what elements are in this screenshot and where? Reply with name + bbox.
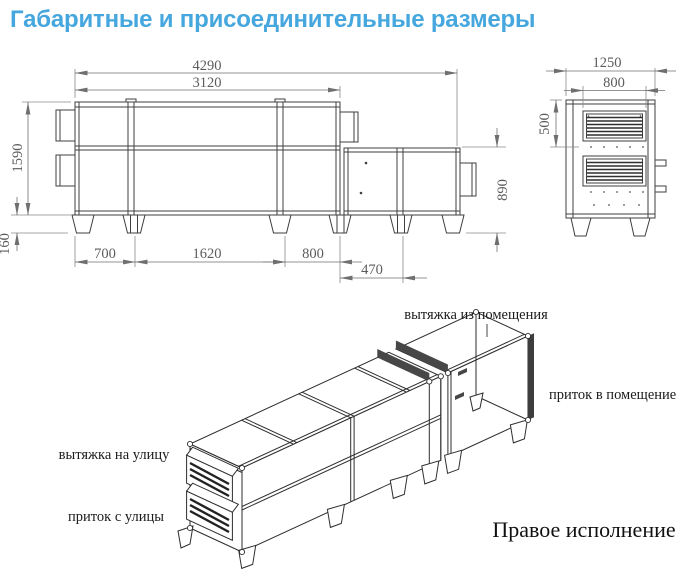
dim-opening-width: 800 [603,75,625,91]
isometric-view [177,308,534,570]
screw-dots [590,146,644,206]
top-right-duct-flange [339,111,359,143]
lower-louver [582,155,647,187]
label-supply-to-room: приток в помещение [549,387,676,403]
right-duct-flange [459,162,477,197]
side-view-dimensions: 1250 800 500 [537,55,676,148]
dim-side-width: 1250 [593,55,622,71]
corner-connectors [186,308,532,556]
label-exhaust-from-room: вытяжка из помещения [404,307,548,323]
dim-foot-2: 1620 [193,246,222,262]
side-view-legs [570,217,651,237]
front-view-drawing [55,98,477,234]
side-view-drawing [565,99,667,237]
page-title: Габаритные и присоединительные размеры [10,6,536,33]
iso-hoods [185,446,240,542]
exhaust-hood [185,446,240,506]
dim-height: 1590 [10,144,26,173]
label-variant: Правое исполнение [492,517,675,542]
label-supply-from-street: приток с улицы [68,509,164,525]
left-duct-flanges [55,109,76,187]
door-handles [654,159,667,193]
dim-total-length: 4290 [193,58,222,74]
dim-body-length: 3120 [193,75,222,91]
label-exhaust-to-street: вытяжка на улицу [59,447,170,463]
supply-flange [528,333,534,420]
dim-foot-4: 470 [361,262,383,278]
dim-foot-3: 800 [302,246,324,262]
roof-flange-rails [377,340,448,382]
front-view-legs [71,214,465,234]
upper-louver [582,110,647,142]
dim-leg-height: 160 [0,233,13,255]
dim-tail-height: 890 [495,179,511,201]
iso-legs [177,460,440,570]
right-extension-section [343,147,461,216]
iso-labels: вытяжка из помещения приток в помещение … [59,307,677,542]
supply-hood [185,482,240,542]
dim-foot-1: 700 [94,246,116,262]
front-view-dimensions: 4290 3120 1590 160 890 700 1620 800 470 [0,58,511,283]
dim-opening-height: 500 [537,113,553,135]
